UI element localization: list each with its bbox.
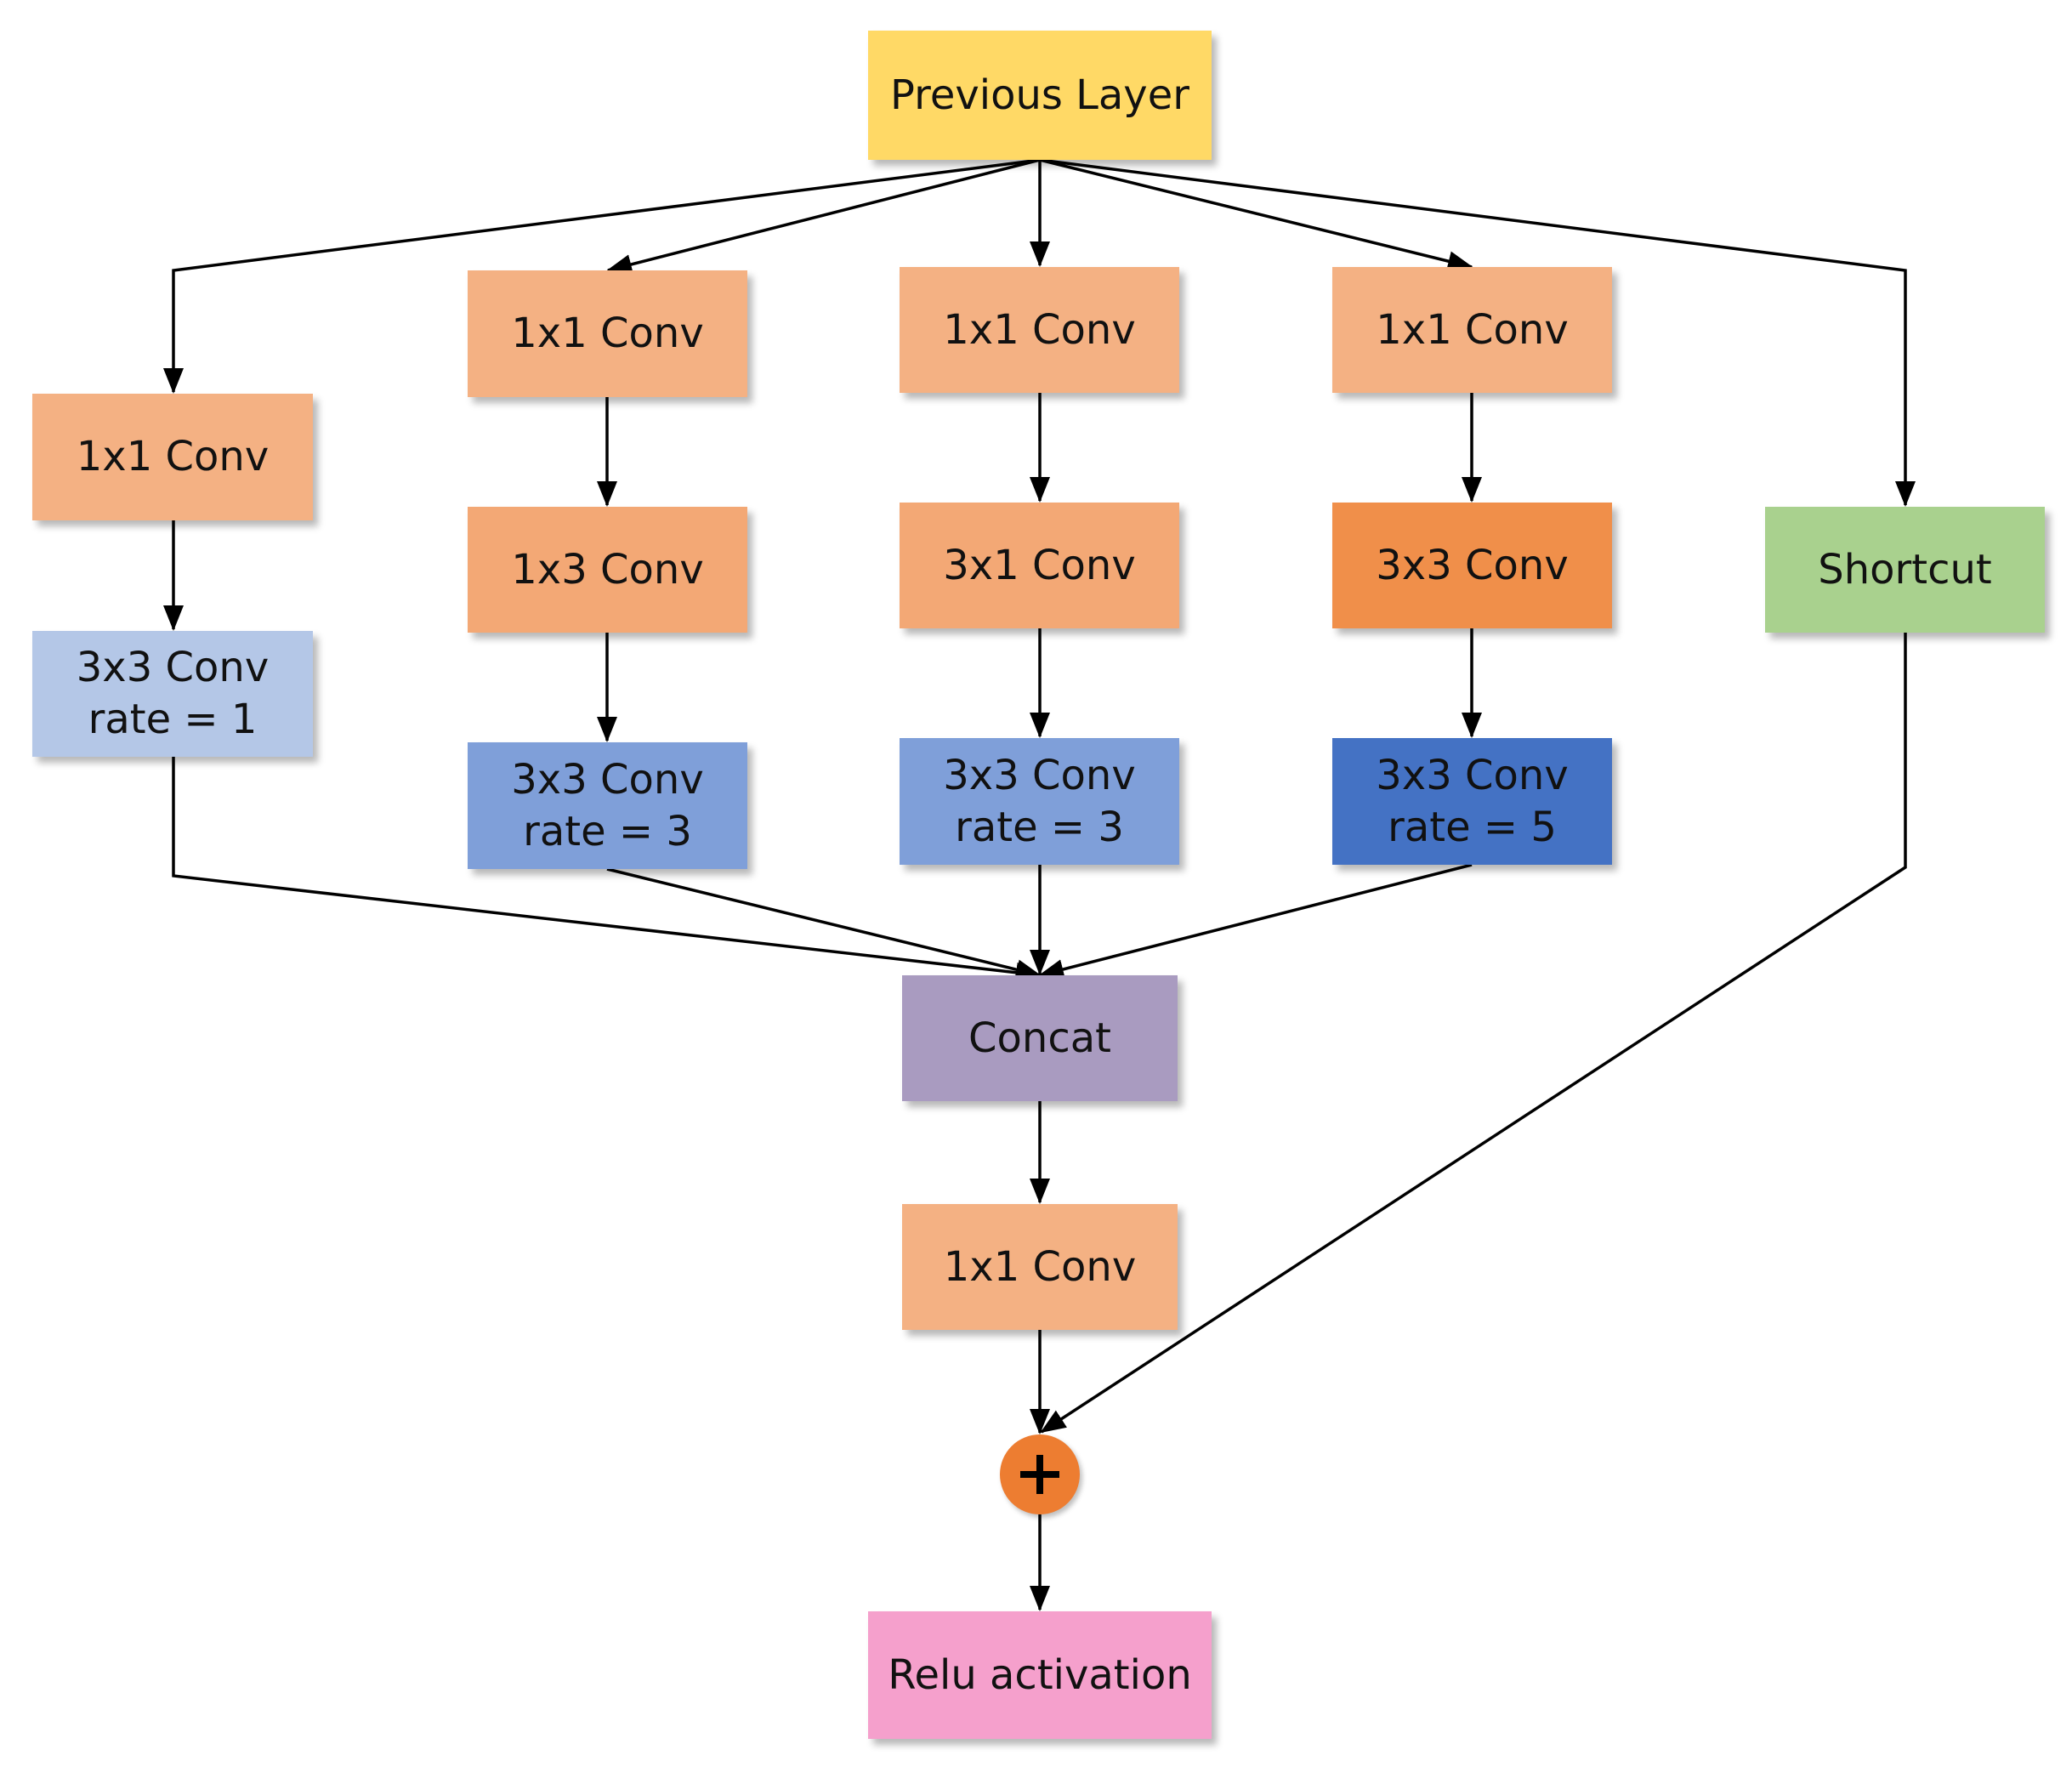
branch3-conv3x1-node: 3x1 Conv (900, 503, 1179, 628)
node-label-line: rate = 3 (523, 807, 692, 855)
node-label-line: rate = 1 (88, 696, 258, 743)
edge-b4-to-concat (1038, 863, 1473, 980)
node-label-line: 1x1 Conv (943, 1242, 1137, 1291)
node-label-line: 1x1 Conv (943, 305, 1136, 354)
edge-prev-to-branch2 (606, 158, 1041, 275)
branch1-conv1x1-node: 1x1 Conv (32, 394, 313, 520)
node-label-line: Concat (968, 1014, 1111, 1062)
shortcut-node: Shortcut (1765, 507, 2045, 633)
branch3-conv1x1-node: 1x1 Conv (900, 267, 1179, 393)
node-label-line: 3x1 Conv (943, 541, 1136, 589)
node-label-line: 1x1 Conv (1376, 305, 1569, 354)
concat-node: Concat (902, 975, 1178, 1101)
node-label-line: rate = 3 (955, 803, 1124, 851)
node-label-line: 3x3 Conv (1376, 541, 1569, 589)
node-label-line: 1x1 Conv (76, 433, 270, 481)
node-label-line: 3x3 Conv (943, 751, 1136, 799)
node-label-line: Relu activation (888, 1650, 1192, 1699)
node-label-line: Previous Layer (890, 71, 1189, 119)
branch2-conv1x3-node: 1x3 Conv (468, 507, 747, 633)
node-label-line: 3x3 Conv (1376, 751, 1569, 799)
node-label-line: 1x1 Conv (511, 310, 704, 358)
add-node (1000, 1434, 1080, 1514)
node-label-line: 3x3 Conv (511, 755, 704, 804)
branch4-conv1x1-node: 1x1 Conv (1332, 267, 1612, 393)
node-label-line: 1x3 Conv (511, 545, 704, 594)
previous-layer-node: Previous Layer (868, 31, 1212, 160)
node-label-line: Shortcut (1818, 545, 1992, 594)
node-label-line: 3x3 Conv (76, 644, 270, 692)
edge-prev-to-branch4 (1039, 158, 1473, 271)
node-label-line: rate = 5 (1388, 803, 1557, 851)
edge-b2-to-concat (606, 867, 1042, 980)
branch4-conv3x3-node: 3x3 Conv (1332, 503, 1612, 628)
edge-shortcut-to-adder (1040, 633, 1907, 1434)
relu-activation-node: Relu activation (868, 1611, 1212, 1739)
branch2-conv1x1-node: 1x1 Conv (468, 270, 747, 397)
post-concat-conv1x1-node: 1x1 Conv (902, 1204, 1178, 1330)
plus-icon (1020, 1455, 1059, 1494)
edge-prev-to-branch1 (163, 158, 1041, 394)
edge-b1-to-concat (172, 757, 1042, 983)
edge-prev-to-shortcut (1039, 158, 1916, 507)
